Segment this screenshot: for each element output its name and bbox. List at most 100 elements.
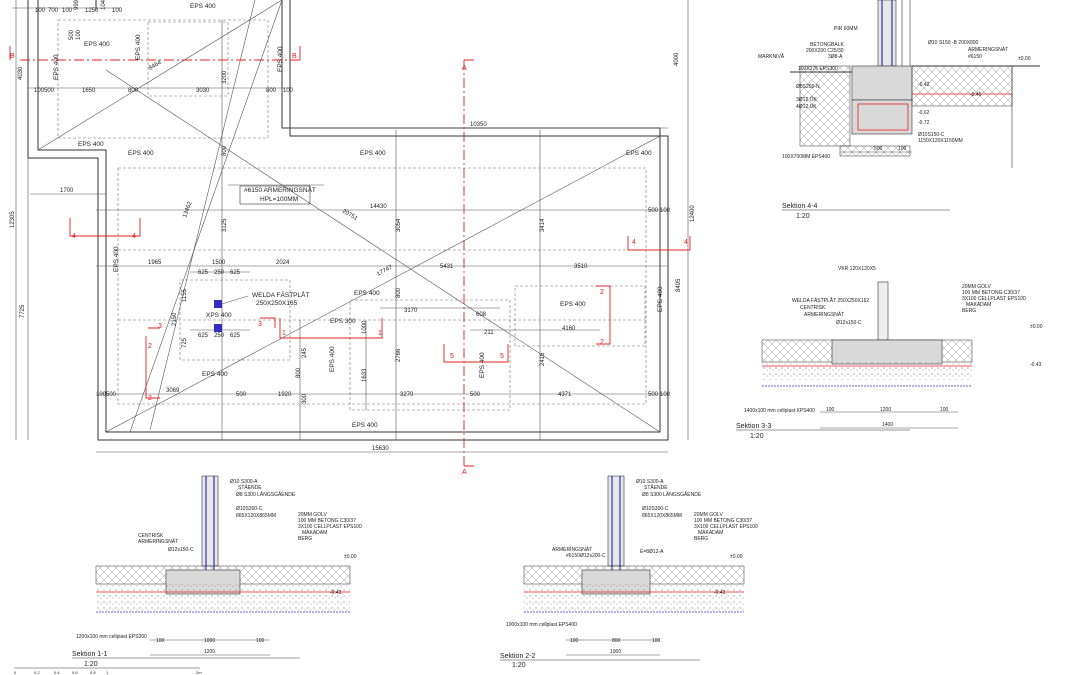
scale-bar: 0 0.2 0.4 0.6 0.8 1 2m [14, 667, 202, 675]
s44-label: -0.62 [918, 110, 930, 116]
plan-label-eps400: EPS 400 [190, 3, 216, 10]
s22-label: 100 MM BETONG C30/37 [694, 518, 752, 524]
s22-label: STÅENDE [644, 484, 668, 491]
s22-label: 100 [652, 638, 661, 644]
plan-label-eps300: EPS 300 [330, 318, 356, 325]
plan-hpl-label: HPL=100MM [260, 196, 298, 203]
dim-text: 625 [198, 270, 209, 276]
section-marker: 2 [148, 343, 152, 350]
s33-label: CENTRISK [800, 305, 826, 311]
dim-text: 4000 [674, 52, 680, 66]
dim-text: 3414 [540, 218, 546, 232]
dim-text: 2766 [396, 348, 402, 362]
section-1-1: Ø10 S300-A STÅENDE Ø8 S300 LÄNGSGÅENDE Ø… [72, 475, 362, 668]
s22-label: Ø12s200-C [580, 553, 606, 559]
s44-label: 200X200 C25/30 [806, 48, 844, 54]
dim-text: 1500 [212, 260, 226, 266]
dim-text: 999 [74, 0, 80, 10]
weld-plate-marker [214, 324, 222, 332]
mesh-label-box [239, 185, 311, 205]
plan-label-eps400: EPS 400 [113, 246, 120, 272]
weld-plate-marker [214, 300, 222, 308]
scalebar-tick: 1 [106, 670, 109, 675]
section-4-4: PIR 60MM BETONGBALK 200X200 C25/30 3Ø8-A… [758, 0, 1040, 220]
s11-label: 100 MM BETONG C30/37 [298, 518, 356, 524]
s22-label: BERG [694, 536, 708, 542]
s11-label: 865X120X865MM [236, 513, 276, 519]
dim-text: 700 [48, 8, 59, 14]
section-marker: 1 [282, 330, 286, 337]
dim-text: 1250 [85, 8, 99, 14]
s22-label: ARMERINGSNÄT [552, 546, 592, 553]
dim-text: 625 [230, 270, 241, 276]
s44-label: 4Ø12 UK [796, 104, 817, 110]
dim-text: 500 [44, 88, 55, 94]
dim-text: 10350 [470, 122, 487, 128]
s22-label: Ø10 S300-A [636, 479, 664, 485]
s33-label: ARMERINGSNÄT [804, 311, 844, 318]
dim-text: 500 [69, 29, 75, 40]
plan-label-eps400: EPS 400 [135, 34, 142, 60]
s33-label: Ø12s150-C [836, 320, 862, 326]
s44-label: 3Ø8-A [828, 54, 843, 60]
dim-text: 500 [648, 208, 659, 214]
s33-label: MAKADAM [966, 302, 991, 308]
diag-text: 8464 [148, 60, 163, 72]
s11-label: 100 [156, 638, 165, 644]
s44-title: Sektion 4-4 [782, 203, 818, 210]
dim-text: 1920 [278, 392, 292, 398]
dim-text: 245 [302, 347, 308, 358]
dim-text: 4160 [562, 326, 576, 332]
plan-dashed-outlines [57, 19, 647, 411]
section-marker: 2 [600, 289, 604, 296]
dim-text: 1633 [362, 368, 368, 382]
s44-label: 500 [874, 146, 883, 152]
plan-label-eps400: EPS 400 [329, 346, 336, 372]
dim-text: 100 [283, 88, 294, 94]
plan-label-eps400: EPS 400 [53, 54, 60, 80]
s22-label: 1000 [610, 649, 621, 655]
diag-text: 20751 [341, 209, 359, 223]
plan-label-eps400: EPS 400 [128, 150, 154, 157]
plan-walls [27, 0, 669, 441]
s22-label: 3X100 CELLPLAST EPS100 [694, 524, 758, 530]
s44-label: -0.72 [918, 120, 930, 126]
section-marker: 3 [158, 323, 162, 330]
section-label-a: A [462, 469, 467, 476]
dim-text: 625 [198, 333, 209, 339]
plan-label-eps400: EPS 400 [560, 301, 586, 308]
section-marker: 4 [72, 233, 76, 240]
plan-label-eps400: EPS 400 [626, 150, 652, 157]
s33-label: 100 [940, 407, 949, 413]
s44-label: ARMERINGSNÄT [968, 46, 1008, 53]
dim-text: 100 [96, 392, 107, 398]
section-marker: 2 [600, 339, 604, 346]
s22-label: #6150 [566, 553, 580, 559]
dim-text: 1155 [182, 288, 188, 302]
dim-text: 500 [470, 392, 481, 398]
dim-text: 100 [76, 29, 82, 40]
s11-title: Sektion 1-1 [72, 651, 108, 658]
dim-text: 100 [112, 8, 123, 14]
diag-text: 13462 [182, 200, 194, 218]
dim-text: 3200 [222, 70, 228, 84]
s33-label: -0.43 [1030, 362, 1042, 368]
dim-text: 2024 [276, 260, 290, 266]
dim-text: 100 [34, 88, 45, 94]
section-2-2: Ø10 S300-A STÅENDE Ø8 S300 LÄNGSGÅENDE Ø… [500, 475, 758, 669]
plan-label-eps400: EPS 400 [354, 290, 380, 297]
dim-text: 250 [214, 270, 225, 276]
s22-label: MAKADAM [698, 530, 723, 536]
s44-label: 100X375 EPS300 [798, 66, 838, 72]
dim-text: 100 [35, 8, 46, 14]
s33-label: 1400x100 mm cellplast XPS400 [744, 408, 815, 414]
dim-text: 15630 [372, 446, 389, 452]
s11-label: BERG [298, 536, 312, 542]
s33-label: ±0.00 [1030, 324, 1043, 330]
s22-label: 1000x100 mm cellplast EPS400 [506, 622, 577, 628]
plan-label-eps400: EPS 400 [352, 422, 378, 429]
plan-mesh-label: #6150 ARMERINGSNÄT [244, 186, 316, 194]
plan-dimension-lines [12, 0, 689, 453]
plan-label-eps400: EPS 400 [202, 371, 228, 378]
